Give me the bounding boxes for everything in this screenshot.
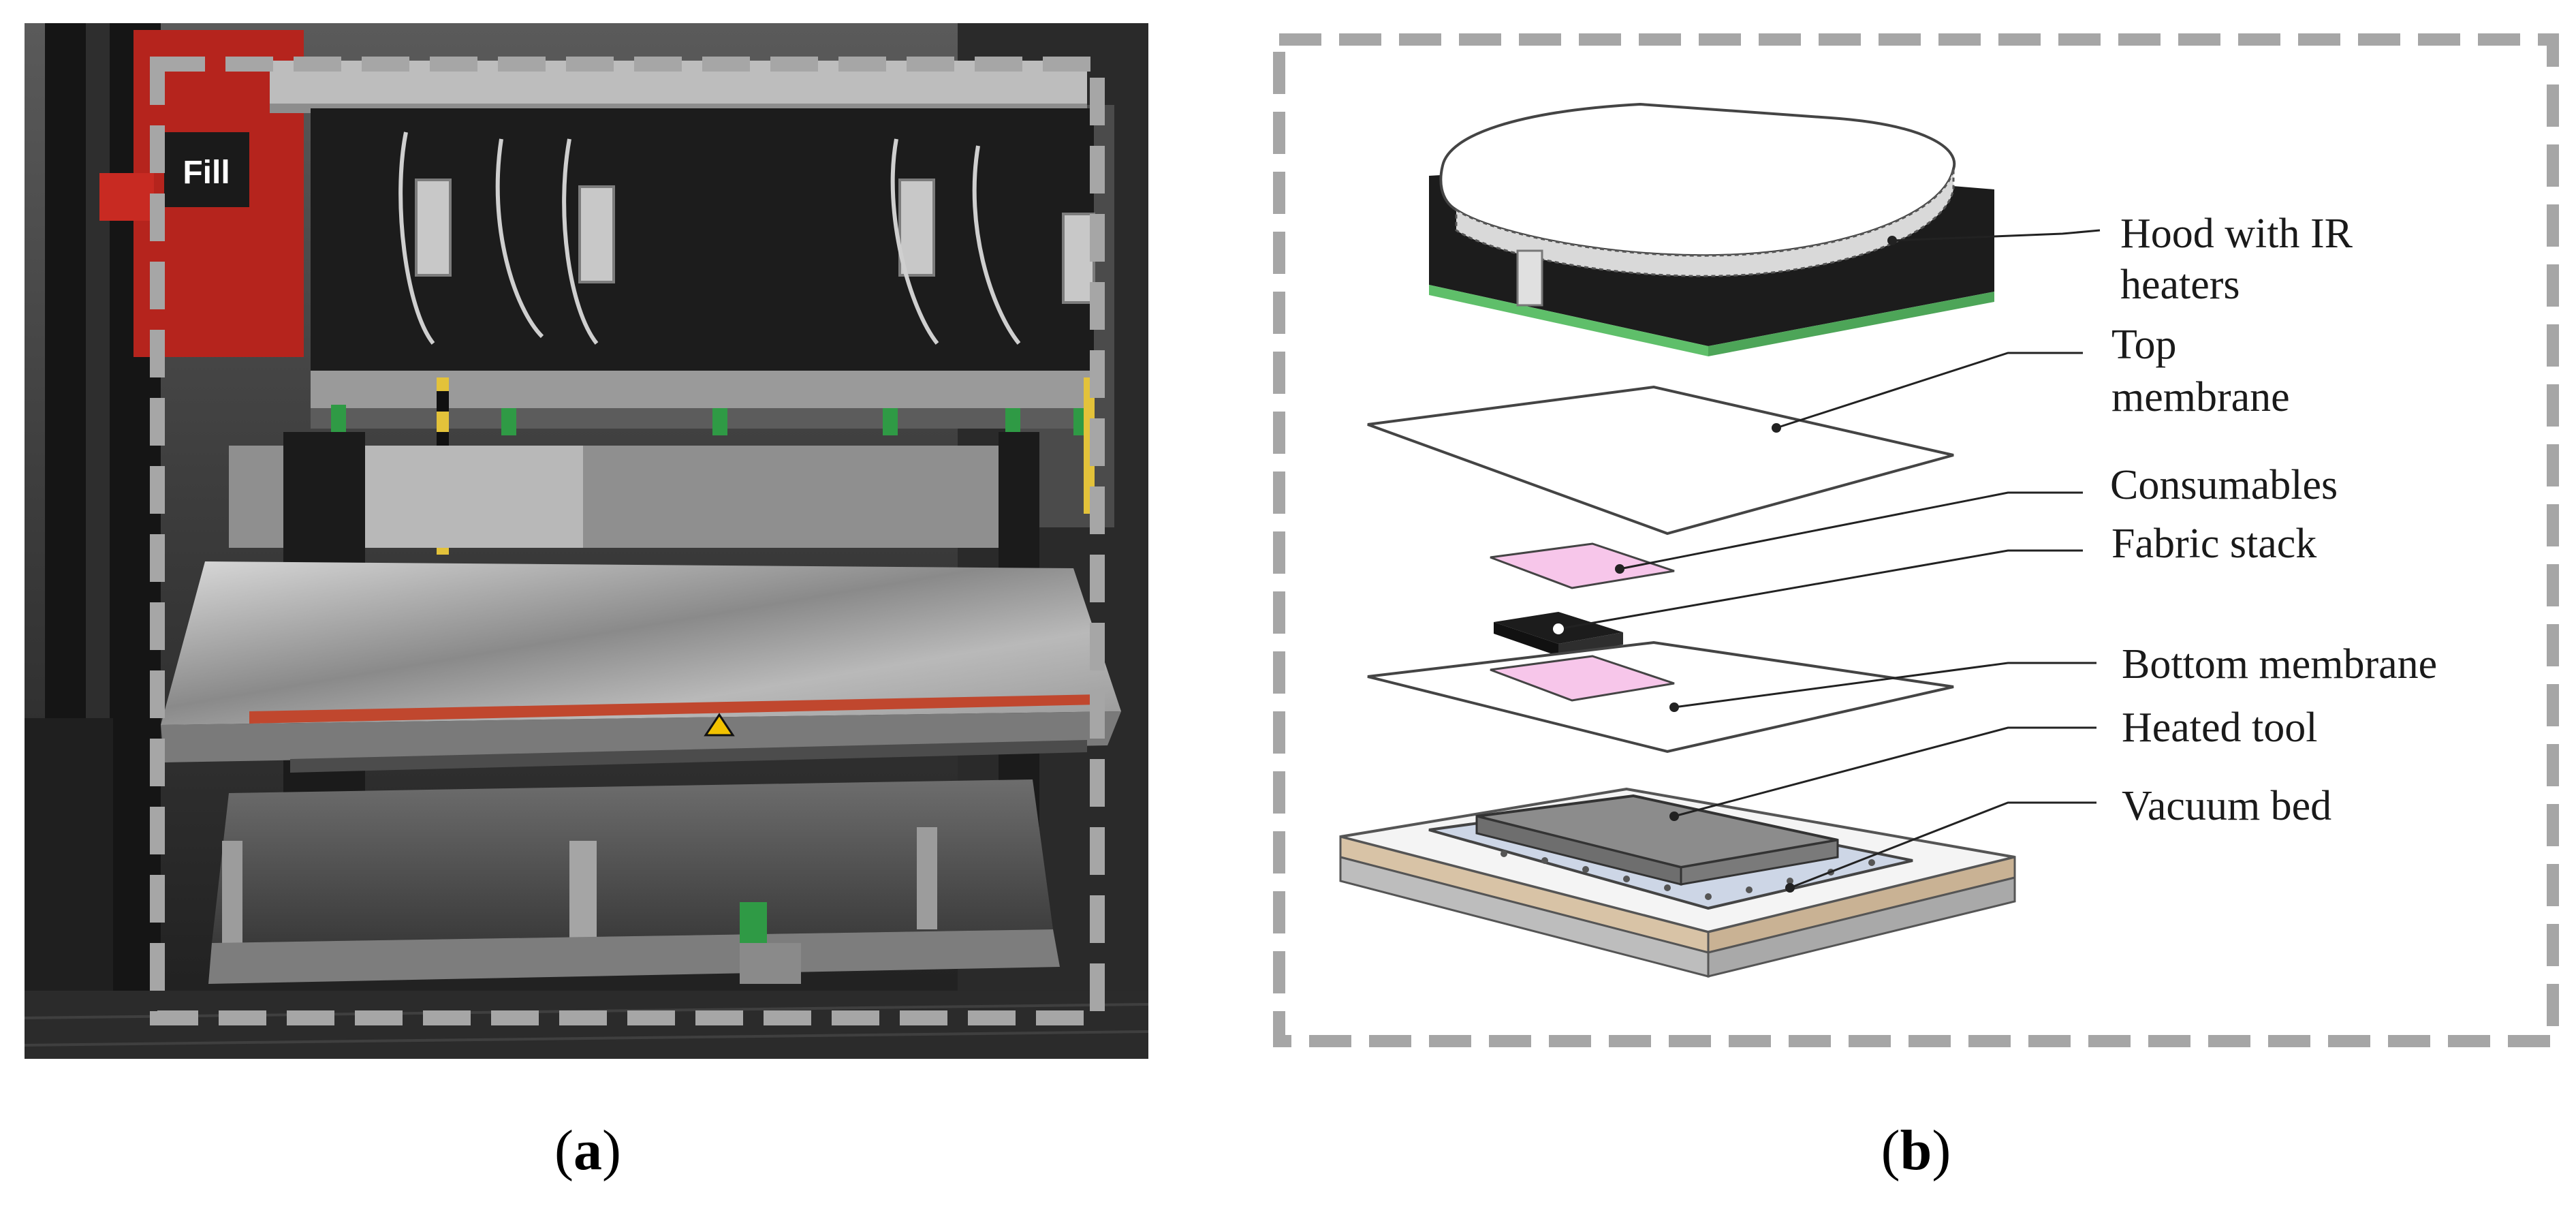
label-bottom-membrane: Bottom membrane	[2122, 641, 2437, 687]
label-top-membrane-line1: Top	[2111, 322, 2177, 368]
caption-a: (a)	[520, 1117, 656, 1184]
bottom-membrane-sheet	[1367, 640, 1954, 754]
label-hood-line2: heaters	[2120, 262, 2240, 308]
caption-a-close: )	[602, 1119, 621, 1182]
label-heated-tool: Heated tool	[2122, 705, 2318, 751]
caption-b: (b)	[1848, 1117, 1984, 1184]
label-fabric-stack: Fabric stack	[2111, 521, 2316, 567]
caption-a-open: (	[554, 1119, 574, 1182]
brand-logo-text: Fill	[183, 155, 230, 191]
caption-b-letter: b	[1900, 1119, 1932, 1182]
machine-photo: Fill	[24, 23, 1149, 1059]
dashed-frame-a	[150, 57, 1105, 1025]
hood-with-ir-heaters	[1429, 102, 1994, 356]
heated-tool	[1475, 794, 1839, 886]
brand-logo	[164, 132, 249, 207]
consumables-layer-lower	[1490, 655, 1675, 702]
exploded-schematic-drawing: Hood with IR heaters Top membrane Consum…	[1273, 33, 2559, 1047]
label-consumables: Consumables	[2110, 462, 2338, 508]
caption-a-letter: a	[574, 1119, 602, 1182]
label-hood-line1: Hood with IR	[2120, 211, 2353, 257]
label-top-membrane-line2: membrane	[2111, 374, 2290, 420]
exploded-schematic: Hood with IR heaters Top membrane Consum…	[1272, 33, 2560, 1048]
label-vacuum-bed: Vacuum bed	[2122, 783, 2331, 829]
machine-photo-illustration: Fill	[24, 23, 1149, 1059]
caption-b-close: )	[1932, 1119, 1951, 1182]
consumables-layer-upper	[1490, 542, 1675, 589]
forming-plate	[161, 561, 1121, 725]
top-membrane-sheet	[1367, 385, 1954, 536]
dashed-frame-b	[1273, 33, 2559, 1047]
caption-b-open: (	[1881, 1119, 1900, 1182]
